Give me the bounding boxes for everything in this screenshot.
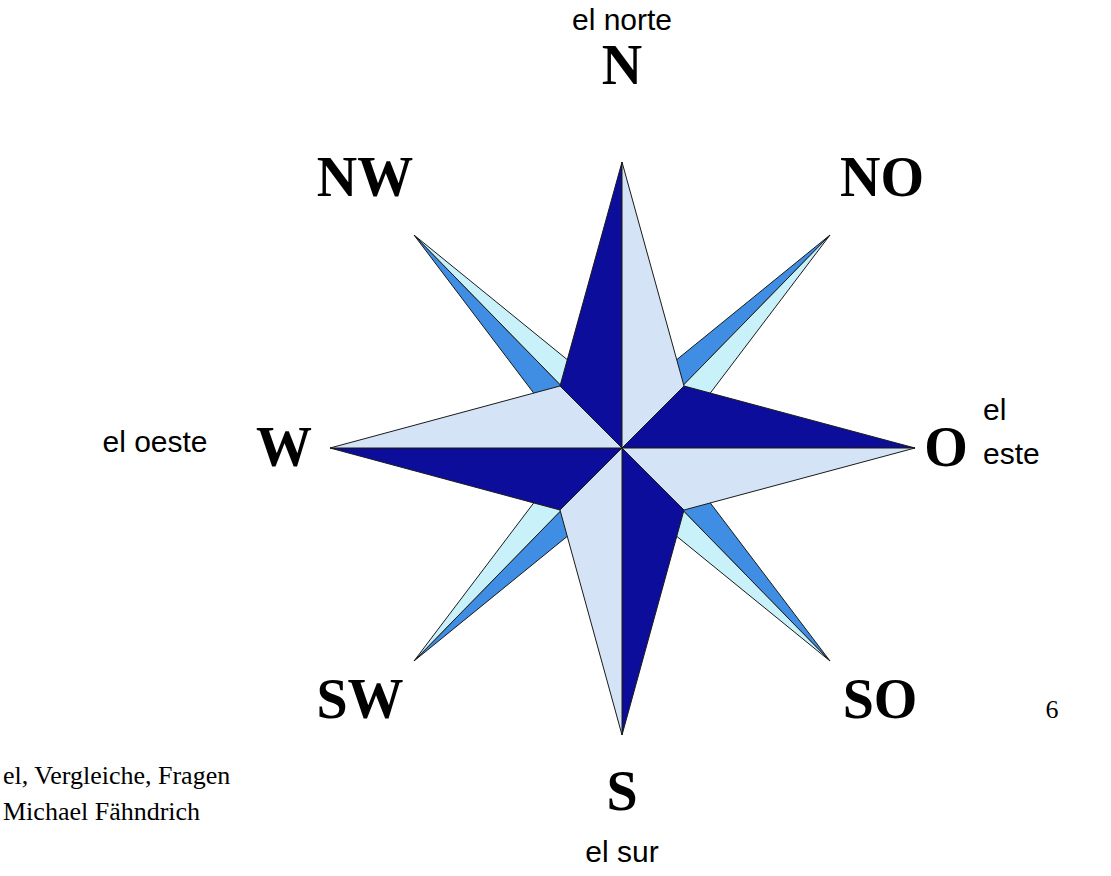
compass-letter: S [606,758,637,825]
cardinal-arm [330,386,622,448]
direction-name: el este [983,388,1055,476]
compass-letter: O [924,414,968,481]
compass-letter: SO [843,666,918,733]
compass-letter: SW [316,666,403,733]
direction-name: el sur [585,834,658,870]
footer-text: el, Vergleiche, Fragen [3,760,230,791]
direction-name: el norte [572,2,672,38]
cardinal-arm [622,386,915,448]
cardinal-arm [330,448,622,510]
page-number: 6 [1046,694,1059,725]
compass-letter: N [602,32,642,99]
compass-letter: NW [317,144,413,211]
footer-text: Michael Fähndrich [3,796,200,827]
cardinal-arm [622,448,684,735]
compass-letter: W [256,414,312,481]
compass-letter: NO [840,144,924,211]
direction-name: el oeste [102,424,207,460]
